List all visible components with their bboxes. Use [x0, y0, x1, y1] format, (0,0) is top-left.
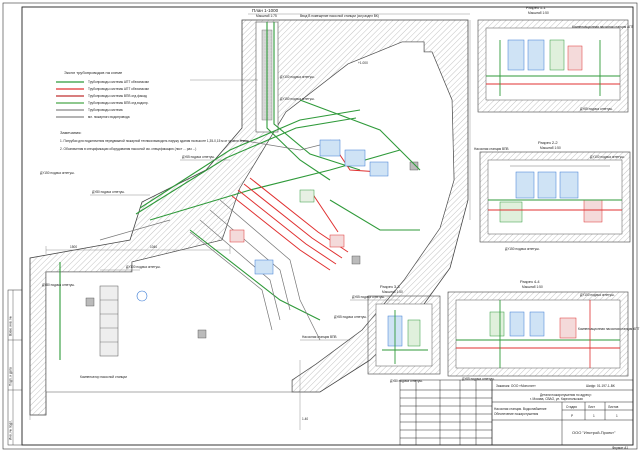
note-line: 1. Патрубки для подключения передвижной …: [60, 139, 250, 143]
callout-label: ДУ150 подача огнетуш.: [505, 247, 540, 251]
callout-label: ДУ100 подача огнетуш.: [590, 155, 625, 159]
callout-label: ДУ100 подача огнетуш.: [126, 265, 161, 269]
tb-sheets-h: Листов: [608, 405, 619, 409]
dim-mark: +1.000: [358, 61, 368, 65]
tb-code: Заказчик: ООО «Монолит»: [496, 384, 536, 388]
callout-label: Компенсационная насосная станция АПТ: [572, 25, 634, 29]
strip-label-1: Взам. инв. №: [9, 316, 13, 336]
legend-label: Трубопроводы системы АПТ обезопасим: [88, 87, 149, 91]
callout-label: ДУ65 подача огнетуш.: [182, 155, 215, 159]
section-title: Разрез 4-4: [520, 279, 540, 284]
legend-label: Трубопроводы система: [88, 108, 123, 112]
tb-stage-v: Р: [571, 414, 573, 418]
dim-mark: 1.40: [302, 417, 308, 421]
left-binding-strip: Взам. инв. № Подп. и дата Инв. № подл.: [7, 289, 23, 446]
callout-label: Компенсатор насосной станции: [80, 375, 127, 379]
section-scale: Масштаб 1:50: [528, 11, 549, 15]
title-block: [399, 379, 634, 446]
callout-label: ДУ65 подача огнетуш.: [334, 315, 367, 319]
callout-label: ДУ150 подача огнетуш.: [280, 97, 315, 101]
section-scale: Масштаб 1:50: [522, 285, 543, 289]
plan-title: План 1-1000: [252, 8, 279, 13]
section-title: Разрез 1-1: [526, 5, 546, 10]
callout-label: ДУ80 подача огнетуш.: [390, 379, 423, 383]
section-scale: Масштаб 1:50: [382, 290, 403, 294]
callout-label: ДУ65 подача огнетуш.: [580, 107, 613, 111]
notes-block: Замечания: 1. Патрубки для подключения п…: [60, 130, 250, 151]
strip-label-3: Инв. № подл.: [9, 420, 13, 440]
tb-format: Формат А1: [612, 446, 628, 450]
callout-label: ДУ80 подача огнетуш.: [92, 190, 125, 194]
tb-sheet-v: 1: [593, 414, 595, 418]
legend-label: мл. пожарного водопровода: [88, 115, 130, 119]
section-title: Разрез 3-3: [380, 284, 400, 289]
note-line: 2. Обозначения в спецификации оборудован…: [60, 147, 196, 151]
column: [409, 161, 419, 171]
legend-title: Экспл трубопроводов на схеме: [64, 70, 123, 75]
dim-mark: 1040: [150, 245, 157, 249]
legend-label: Трубопроводы системы АПТ обезопасим: [88, 80, 149, 84]
dimension-lines: [29, 13, 471, 430]
legend-label: Трубопроводы системы ВПВ отд.фасад: [88, 94, 147, 98]
section-scale: Масштаб 1:50: [540, 146, 561, 150]
tb-title2: Обеспечение пожаротушения: [494, 412, 538, 416]
legend-label: Трубопроводы системы ВПВ отд.водопр.: [88, 101, 149, 105]
callout-label: Компенсационная насосная станция АПТ: [578, 327, 640, 331]
piping-green: [59, 22, 421, 360]
tb-stage-h: Стадия: [566, 405, 577, 409]
tb-object2: г. Москва, СВАО, ул. Каргопольская: [530, 397, 583, 401]
plan-equipment: [99, 139, 389, 357]
tb-company: ООО "Инстрой-Проект": [572, 430, 616, 435]
column: [85, 297, 95, 307]
tb-sheets-v: 1: [616, 414, 618, 418]
callout-label: ДУ150 подача огнетуш.: [40, 171, 75, 175]
section-4-4: Разрез 4-4 Масштаб 1:50 ДУ100 подача огн…: [447, 279, 640, 381]
section-1-1: Разрез 1-1 Масштаб 1:50 Компенсационная …: [477, 5, 634, 113]
tb-object1: Детали пожаротушения по адресу:: [540, 393, 592, 397]
callout-label: ДУ100 подача огнетуш.: [580, 293, 615, 297]
legend: Экспл трубопроводов на схеме Трубопровод…: [56, 70, 149, 119]
inner-frame: [21, 6, 634, 446]
tb-title1: Насосная станция. Водоснабжение: [494, 407, 547, 411]
section-title: Разрез 2-2: [538, 140, 558, 145]
callout-label: Насосная станция ВПВ: [302, 335, 337, 339]
plan-note: Ввод В помещение насосной станции (см ра…: [300, 14, 379, 18]
callout-label: ДУ100 подача огнетуш.: [280, 75, 315, 79]
tb-docnum: Шифр: 01-197-1-ВК: [586, 384, 615, 388]
tb-sheet-h: Лист: [588, 405, 595, 409]
dim-mark: 1500: [70, 245, 77, 249]
outer-frame: [2, 2, 638, 450]
callout-label: ДУ65 подача огнетуш.: [462, 377, 495, 381]
plan-callouts: [90, 79, 400, 341]
callout-label: ДУ80 подача огнетуш.: [42, 283, 75, 287]
section-3-3: Разрез 3-3 Масштаб 1:50 ДУ65 подача огне…: [334, 284, 441, 383]
column: [351, 255, 361, 265]
plan-scale: Масштаб 1:75: [256, 14, 277, 18]
notes-title: Замечания:: [60, 130, 82, 135]
callout-label: Насосная станция ВПВ: [474, 147, 509, 151]
drain-pit: [136, 290, 148, 302]
strip-label-2: Подп. и дата: [9, 367, 13, 386]
column: [197, 329, 207, 339]
section-2-2: Разрез 2-2 Масштаб 1:50 Насосная станция…: [474, 140, 631, 251]
